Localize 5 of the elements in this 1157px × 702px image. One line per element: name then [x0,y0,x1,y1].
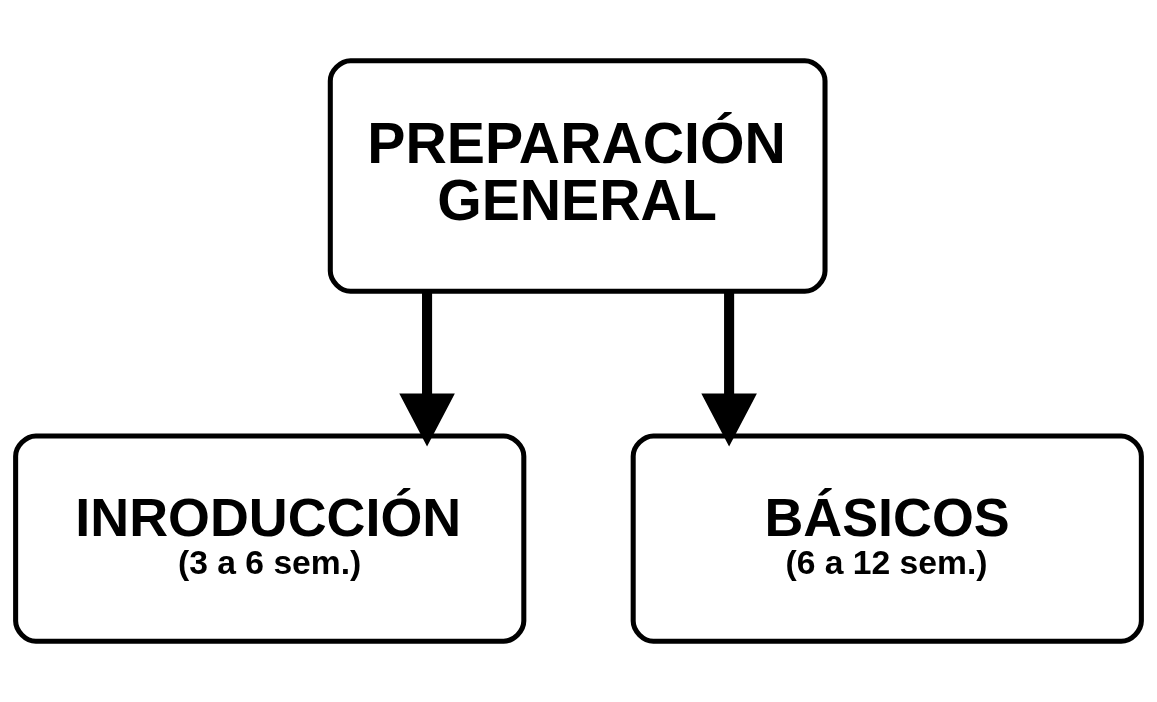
arrow [701,291,757,447]
node-box: BÁSICOS (6 a 12 sem.) [630,433,1144,644]
node-box: INRODUCCIÓN (3 a 6 sem.) [13,433,527,644]
arrow [399,291,455,447]
node-box: PREPARACIÓN GENERAL [327,58,828,294]
